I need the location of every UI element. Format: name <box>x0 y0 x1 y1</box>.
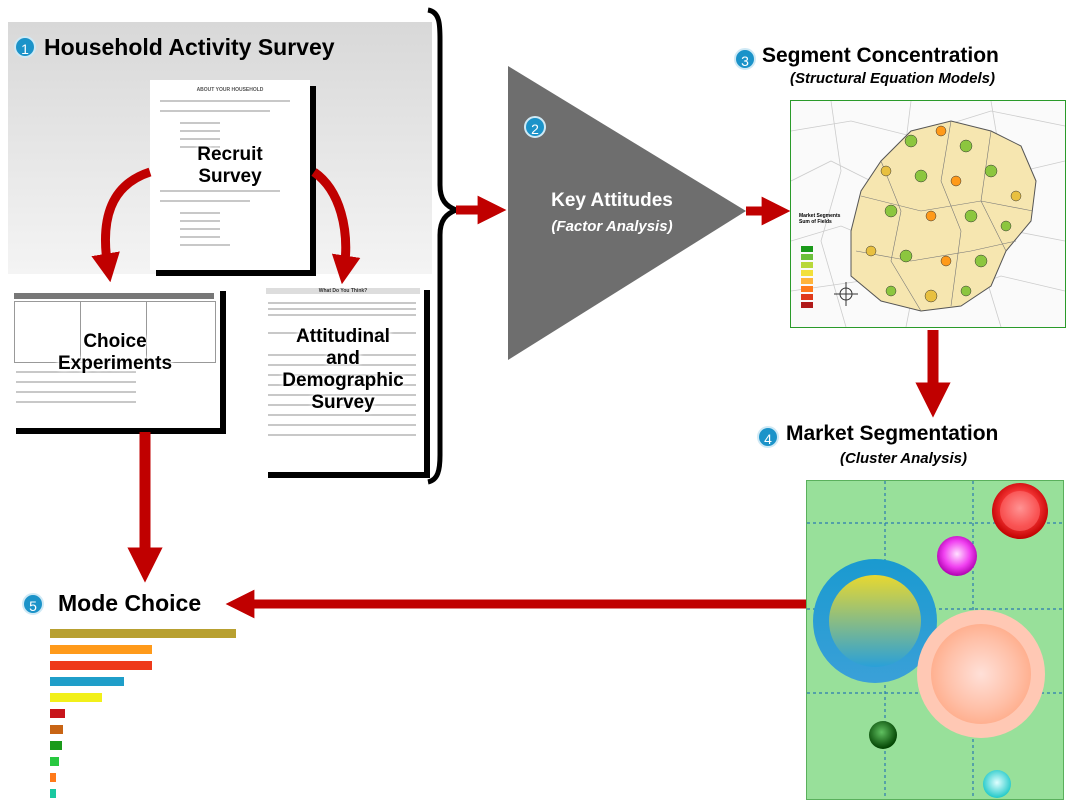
survey-brace <box>427 7 463 485</box>
step-2-badge: 2 <box>524 116 546 138</box>
mode-choice-bar <box>50 661 152 670</box>
map-legend-swatches <box>801 246 813 308</box>
recruit-survey-doc: ABOUT YOUR HOUSEHOLD Recruit Survey <box>150 80 310 270</box>
cluster-bubble-cyan <box>983 770 1011 798</box>
choice-experiments-doc: Choice Experiments <box>10 285 220 428</box>
attitude-doc-header: What Do You Think? <box>266 288 420 294</box>
mode-choice-bar <box>50 677 124 686</box>
recruit-doc-header: ABOUT YOUR HOUSEHOLD <box>196 87 264 93</box>
arrow-recruit-to-choice <box>91 167 152 283</box>
step-2-title: Key Attitudes <box>551 190 673 211</box>
step-3-badge: 3 <box>734 48 756 70</box>
cluster-bubble-green <box>869 721 897 749</box>
recruit-doc-label: Recruit Survey <box>197 144 263 187</box>
step-1-badge: 1 <box>14 36 36 58</box>
choice-doc-label: Choice Experiments <box>57 331 173 374</box>
map-pie-markers <box>865 125 1022 303</box>
attitude-doc-label: Attitudinal and Demographic Survey <box>282 326 404 413</box>
mode-choice-bar <box>50 789 56 798</box>
step-5-badge: 5 <box>22 593 44 615</box>
step-5-title: Mode Choice <box>58 590 202 616</box>
attitudinal-survey-doc: What Do You Think? Attitudinal and Demog… <box>262 284 424 472</box>
mode-choice-bar <box>50 693 102 702</box>
segment-concentration-map: Market Segments Sum of Fields <box>790 100 1066 328</box>
step-4-title: Market Segmentation <box>786 422 999 445</box>
mode-choice-bar <box>50 645 152 654</box>
mode-choice-bar <box>50 709 65 718</box>
map-legend-title: Market Segments Sum of Fields <box>799 213 841 225</box>
step-3-title: Segment Concentration <box>762 44 999 67</box>
mode-choice-bar <box>50 741 62 750</box>
step-4-badge: 4 <box>757 426 779 448</box>
mode-choice-bar <box>50 757 59 766</box>
step-3-subtitle: (Structural Equation Models) <box>790 70 996 87</box>
arrow-recruit-to-attitude <box>311 168 361 285</box>
map-region <box>850 120 1037 312</box>
cluster-bubble-plot <box>806 480 1064 800</box>
mode-choice-bar <box>50 629 236 638</box>
mode-choice-bar <box>50 725 63 734</box>
mode-choice-bars <box>0 0 236 798</box>
cluster-bubble-pink <box>937 536 977 576</box>
mode-choice-bar <box>50 773 56 782</box>
step-2-subtitle: (Factor Analysis) <box>551 218 673 235</box>
compass-icon <box>834 282 858 306</box>
step-4-subtitle: (Cluster Analysis) <box>840 450 967 467</box>
step-1-title: Household Activity Survey <box>44 34 335 60</box>
cluster-bubble-yellow <box>829 575 921 667</box>
key-attitudes-triangle <box>508 66 746 360</box>
cluster-bubble-peach-inner <box>931 624 1031 724</box>
